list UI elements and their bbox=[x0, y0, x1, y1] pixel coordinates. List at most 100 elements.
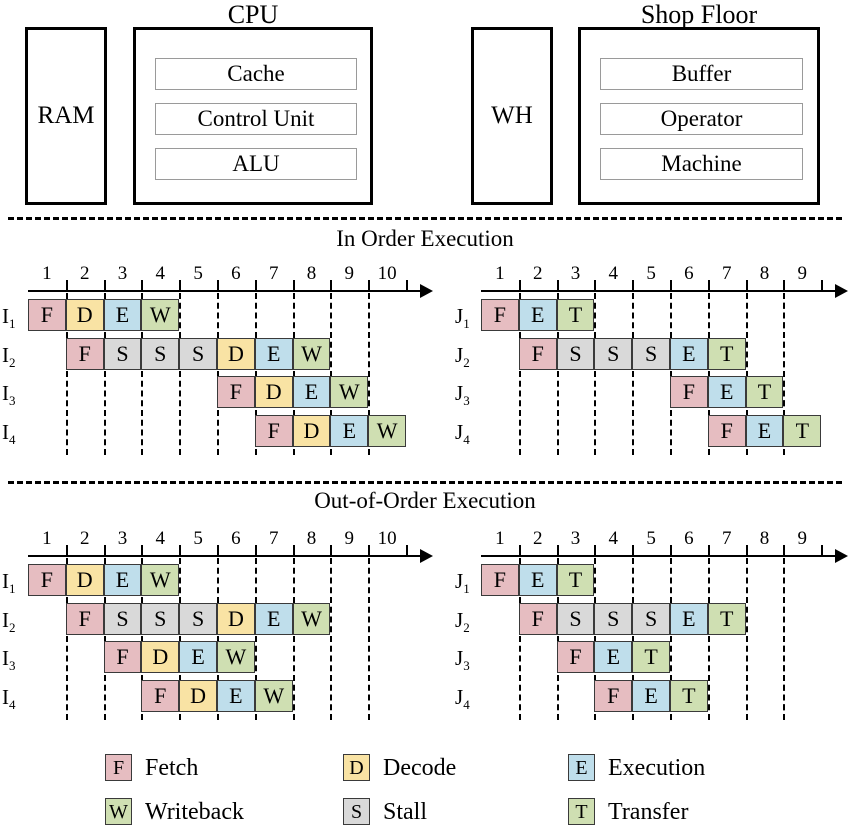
axis-tick-mark bbox=[179, 280, 182, 290]
gantt-cell: W bbox=[217, 641, 255, 674]
axis-tick-label: 7 bbox=[268, 528, 279, 549]
gantt-cell: S bbox=[179, 337, 217, 370]
legend-label: Fetch bbox=[145, 754, 199, 781]
grid-line bbox=[179, 293, 182, 456]
gantt-cell: F bbox=[254, 414, 293, 447]
legend-label: Execution bbox=[608, 754, 706, 781]
grid-line bbox=[556, 558, 559, 721]
gantt-cell: T bbox=[556, 299, 595, 331]
axis-tick-label: 4 bbox=[155, 263, 166, 284]
legend-item-stall: S Stall bbox=[343, 798, 427, 825]
grid-line bbox=[141, 293, 144, 456]
gantt-cell: T bbox=[783, 414, 822, 447]
gantt-cell: E bbox=[217, 679, 255, 712]
shopfloor-group-title: Shop Floor bbox=[640, 0, 758, 29]
axis-tick-mark bbox=[594, 280, 597, 290]
axis-tick-mark bbox=[292, 545, 295, 555]
grid-line bbox=[632, 558, 635, 721]
gantt-cell: F bbox=[594, 679, 633, 712]
axis-tick-mark bbox=[141, 280, 144, 290]
legend-swatch-s: S bbox=[343, 798, 370, 825]
legend-swatch-f: F bbox=[105, 754, 132, 781]
gantt-row-label: J2 bbox=[455, 607, 470, 635]
shopfloor-component-machine: Machine bbox=[600, 148, 803, 180]
axis-tick-mark bbox=[103, 280, 106, 290]
gantt-cell: T bbox=[707, 337, 746, 370]
gantt-row-label: I3 bbox=[2, 646, 16, 674]
grid-line bbox=[556, 293, 559, 456]
axis-tick-mark bbox=[821, 545, 824, 555]
grid-line bbox=[594, 293, 597, 456]
axis-tick-mark bbox=[254, 280, 257, 290]
section-title-out-of-order: Out-of-Order Execution bbox=[314, 488, 536, 513]
gantt-cell: S bbox=[103, 337, 142, 370]
time-axis bbox=[28, 555, 420, 557]
grid-line bbox=[707, 558, 710, 721]
axis-tick-mark bbox=[707, 545, 710, 555]
gantt-cell: F bbox=[481, 564, 519, 596]
axis-tick-label: 5 bbox=[193, 263, 203, 284]
grid-line bbox=[368, 558, 371, 721]
legend-label: Stall bbox=[383, 798, 428, 825]
gantt-row-label: J4 bbox=[455, 684, 470, 712]
gantt-cell: D bbox=[141, 641, 180, 674]
gantt-cell: F bbox=[518, 337, 557, 370]
legend-swatch-e: E bbox=[568, 754, 595, 781]
gantt-cell: F bbox=[65, 602, 104, 635]
axis-tick-label: 6 bbox=[684, 528, 694, 549]
axis-tick-label: 3 bbox=[117, 528, 128, 549]
grid-line bbox=[783, 558, 786, 721]
gantt-cell: D bbox=[292, 414, 331, 447]
axis-tick-label: 1 bbox=[495, 263, 505, 284]
gantt-cell: F bbox=[707, 414, 746, 447]
cpu-component-control-unit: Control Unit bbox=[155, 103, 357, 135]
gantt-cell: E bbox=[179, 641, 217, 674]
legend-swatch-t: T bbox=[568, 798, 595, 825]
grid-line bbox=[594, 558, 597, 721]
gantt-cell: W bbox=[292, 602, 331, 635]
axis-tick-mark bbox=[670, 280, 672, 290]
axis-tick-mark bbox=[783, 545, 786, 555]
grid-line bbox=[368, 293, 371, 456]
gantt-cell: T bbox=[707, 602, 746, 635]
axis-tick-mark bbox=[330, 280, 333, 290]
cpu-group-title: CPU bbox=[227, 0, 279, 29]
axis-tick-label: 2 bbox=[532, 263, 543, 284]
axis-tick-mark bbox=[217, 280, 219, 290]
grid-line bbox=[330, 558, 333, 721]
axis-tick-label: 9 bbox=[344, 263, 355, 284]
gantt-cell: E bbox=[330, 414, 369, 447]
axis-tick-label: 8 bbox=[759, 263, 770, 284]
gantt-cell: F bbox=[103, 641, 142, 674]
gantt-cell: E bbox=[745, 414, 784, 447]
axis-tick-mark bbox=[65, 545, 68, 555]
axis-tick-label: 9 bbox=[797, 263, 808, 284]
grid-line bbox=[292, 558, 295, 721]
axis-tick-label: 10 bbox=[377, 263, 397, 284]
gantt-cell: S bbox=[632, 337, 670, 370]
gantt-row-label: J3 bbox=[455, 646, 470, 674]
gantt-cell: F bbox=[481, 299, 519, 331]
gantt-cell: S bbox=[179, 602, 217, 635]
gantt-cell: S bbox=[594, 337, 633, 370]
grid-line bbox=[254, 558, 257, 721]
gantt-cell: S bbox=[556, 337, 595, 370]
axis-tick-label: 7 bbox=[268, 263, 279, 284]
gantt-cell: E bbox=[254, 602, 293, 635]
axis-tick-label: 7 bbox=[721, 528, 732, 549]
grid-line bbox=[745, 558, 748, 721]
grid-line bbox=[330, 293, 333, 456]
axis-tick-label: 3 bbox=[570, 263, 581, 284]
axis-tick-mark bbox=[707, 280, 710, 290]
legend-item-execution: E Execution bbox=[568, 754, 705, 781]
grid-line bbox=[292, 293, 295, 456]
axis-tick-mark bbox=[406, 280, 408, 290]
gantt-cell: E bbox=[632, 679, 670, 712]
axis-tick-label: 4 bbox=[155, 528, 166, 549]
axis-tick-mark bbox=[745, 545, 748, 555]
grid-line bbox=[670, 293, 672, 456]
legend-swatch-w: W bbox=[105, 798, 132, 825]
gantt-row-label: I3 bbox=[2, 381, 16, 409]
axis-tick-mark bbox=[292, 280, 295, 290]
